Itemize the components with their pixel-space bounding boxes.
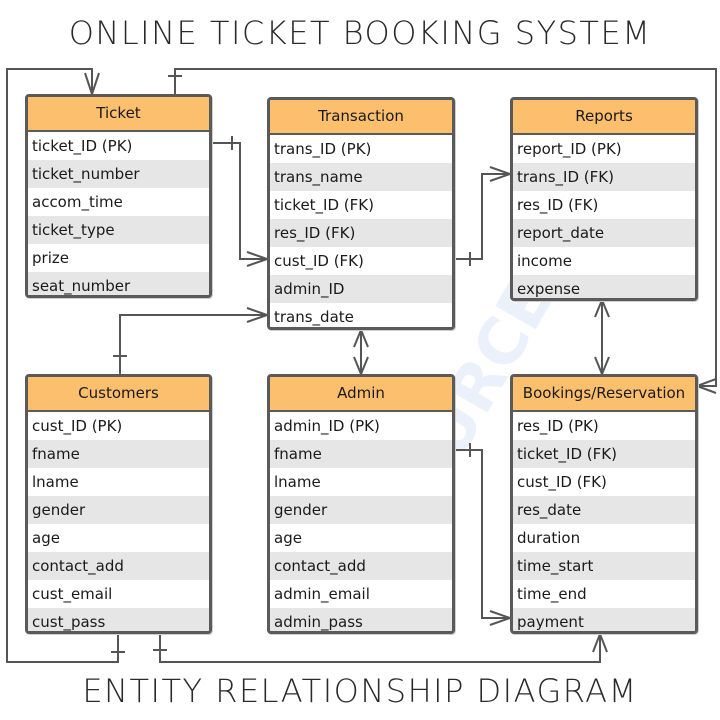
attribute-row: ticket_ID (PK) <box>28 132 209 160</box>
connector-admin-bookings <box>455 449 510 619</box>
entity-admin: Admin admin_ID (PK) fname lname gender a… <box>267 374 455 634</box>
attribute-list: res_ID (PK) ticket_ID (FK) cust_ID (FK) … <box>513 412 695 631</box>
attribute-row: age <box>270 524 452 552</box>
many-marker <box>594 299 610 318</box>
connector-transaction-customers <box>119 314 267 374</box>
attribute-list: admin_ID (PK) fname lname gender age con… <box>270 412 452 631</box>
one-marker <box>168 70 182 77</box>
attribute-row: cust_ID (PK) <box>28 412 209 440</box>
attribute-list: cust_ID (PK) fname lname gender age cont… <box>28 412 209 631</box>
attribute-row: trans_date <box>270 303 452 327</box>
attribute-row: expense <box>513 275 695 298</box>
attribute-row: admin_ID <box>270 275 452 303</box>
attribute-row: admin_email <box>270 580 452 608</box>
entity-header: Bookings/Reservation <box>513 377 695 412</box>
connector-ticket-bookings <box>174 68 717 387</box>
attribute-row: seat_number <box>28 272 209 295</box>
attribute-row: lname <box>270 468 452 496</box>
diagram-title: ONLINE TICKET BOOKING SYSTEM <box>68 14 652 52</box>
attribute-row: ticket_ID (FK) <box>270 191 452 219</box>
attribute-row: payment <box>513 608 695 631</box>
entity-header: Customers <box>28 377 209 412</box>
attribute-row: cust_pass <box>28 608 209 631</box>
attribute-row: time_end <box>513 580 695 608</box>
attribute-list: ticket_ID (PK) ticket_number accom_time … <box>28 132 209 295</box>
many-marker <box>594 356 610 375</box>
many-marker <box>696 378 717 394</box>
attribute-list: trans_ID (PK) trans_name ticket_ID (FK) … <box>270 135 452 327</box>
attribute-row: trans_name <box>270 163 452 191</box>
entity-transaction: Transaction trans_ID (PK) trans_name tic… <box>267 97 455 330</box>
entity-header: Admin <box>270 377 452 412</box>
entity-header: Transaction <box>270 100 452 135</box>
attribute-row: income <box>513 247 695 275</box>
attribute-row: res_ID (FK) <box>270 219 452 247</box>
diagram-subtitle: ENTITY RELATIONSHIP DIAGRAM <box>82 672 638 710</box>
attribute-row: time_start <box>513 552 695 580</box>
attribute-row: trans_ID (PK) <box>270 135 452 163</box>
attribute-row: duration <box>513 524 695 552</box>
attribute-row: admin_ID (PK) <box>270 412 452 440</box>
many-marker <box>353 329 369 348</box>
attribute-row: contact_add <box>270 552 452 580</box>
attribute-row: prize <box>28 244 209 272</box>
attribute-row: report_ID (PK) <box>513 135 695 163</box>
many-marker <box>84 72 100 95</box>
attribute-row: gender <box>28 496 209 524</box>
attribute-list: report_ID (PK) trans_ID (FK) res_ID (FK)… <box>513 135 695 298</box>
entity-header: Ticket <box>28 97 209 132</box>
attribute-row: fname <box>270 440 452 468</box>
attribute-row: gender <box>270 496 452 524</box>
attribute-row: res_ID (PK) <box>513 412 695 440</box>
attribute-row: trans_ID (FK) <box>513 163 695 191</box>
entity-customers: Customers cust_ID (PK) fname lname gende… <box>25 374 212 634</box>
many-marker <box>489 610 511 626</box>
entity-bookings-reservation: Bookings/Reservation res_ID (PK) ticket_… <box>510 374 698 634</box>
many-marker <box>246 251 268 267</box>
entity-header: Reports <box>513 100 695 135</box>
attribute-row: admin_pass <box>270 608 452 631</box>
attribute-row: lname <box>28 468 209 496</box>
attribute-row: contact_add <box>28 552 209 580</box>
many-marker <box>246 307 268 323</box>
attribute-row: res_ID (FK) <box>513 191 695 219</box>
many-marker <box>353 356 369 375</box>
many-marker <box>592 633 608 653</box>
attribute-row: ticket_ID (FK) <box>513 440 695 468</box>
connector-ticket-transaction <box>212 142 267 260</box>
attribute-row: ticket_number <box>28 160 209 188</box>
attribute-row: age <box>28 524 209 552</box>
attribute-row: fname <box>28 440 209 468</box>
attribute-row: cust_ID (FK) <box>513 468 695 496</box>
entity-ticket: Ticket ticket_ID (PK) ticket_number acco… <box>25 94 212 298</box>
attribute-row: ticket_type <box>28 216 209 244</box>
connector-transaction-reports <box>455 173 510 260</box>
attribute-row: accom_time <box>28 188 209 216</box>
attribute-row: res_date <box>513 496 695 524</box>
attribute-row: cust_email <box>28 580 209 608</box>
connector-ticket-customers <box>6 68 119 663</box>
attribute-row: report_date <box>513 219 695 247</box>
connector-customers-bookings <box>159 634 601 663</box>
many-marker <box>489 166 511 182</box>
attribute-row: cust_ID (FK) <box>270 247 452 275</box>
entity-reports: Reports report_ID (PK) trans_ID (FK) res… <box>510 97 698 301</box>
